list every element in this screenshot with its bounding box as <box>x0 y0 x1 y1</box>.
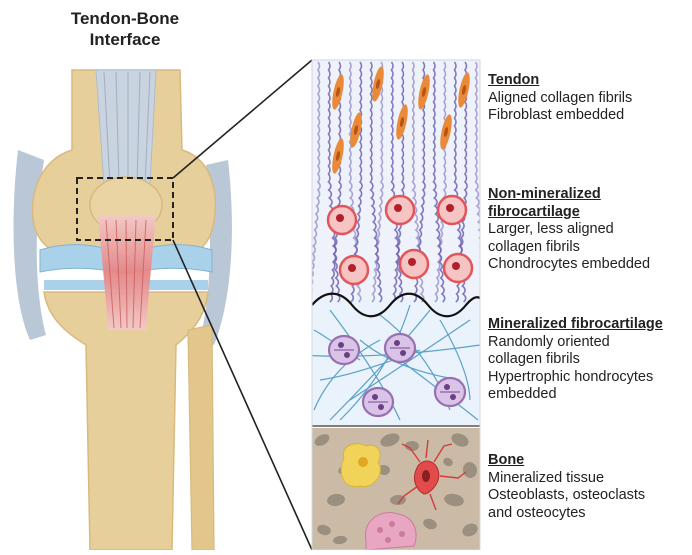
label-line: Hypertrophic hondrocytes <box>488 369 663 387</box>
chondrocyte-nucleus <box>348 264 356 272</box>
zoom-panel <box>300 60 487 550</box>
label-line: Aligned collagen fibrils <box>488 90 632 108</box>
label-heading: Bone <box>488 452 645 470</box>
label-line: Randomly oriented <box>488 334 663 352</box>
label-line: Mineralized tissue <box>488 470 645 488</box>
chondrocyte-nucleus <box>452 262 460 270</box>
label-line: Osteoblasts, osteoclasts <box>488 487 645 505</box>
tibia <box>44 292 208 550</box>
osteoclast-cell <box>365 512 416 550</box>
cell-nucleus <box>444 384 450 390</box>
cell-nucleus <box>378 404 384 410</box>
title-line-2: Interface <box>40 29 210 50</box>
label-heading: Non-mineralized <box>488 186 650 204</box>
cell-nucleus <box>450 394 456 400</box>
label-bone: Bone Mineralized tissue Osteoblasts, ost… <box>488 452 645 522</box>
cell-nucleus <box>394 340 400 346</box>
label-mineralized: Mineralized fibrocartilage Randomly orie… <box>488 316 663 404</box>
label-heading: fibrocartilage <box>488 204 650 222</box>
chondrocyte-nucleus <box>336 214 344 222</box>
label-line: Larger, less aligned <box>488 221 650 239</box>
cell-nucleus <box>400 350 406 356</box>
label-heading: Tendon <box>488 72 632 90</box>
title-line-1: Tendon-Bone <box>40 8 210 29</box>
label-heading: Mineralized fibrocartilage <box>488 316 663 334</box>
cell-nucleus <box>338 342 344 348</box>
label-line: Chondrocytes embedded <box>488 256 650 274</box>
label-line: and osteocytes <box>488 505 645 523</box>
label-non-mineralized: Non-mineralized fibrocartilage Larger, l… <box>488 186 650 274</box>
label-line: collagen fibrils <box>488 239 650 257</box>
figure-title: Tendon-Bone Interface <box>40 8 210 50</box>
knee-joint <box>14 70 232 550</box>
chondrocyte-nucleus <box>394 204 402 212</box>
label-line: embedded <box>488 386 663 404</box>
cell-nucleus <box>372 394 378 400</box>
label-line: Fibroblast embedded <box>488 107 632 125</box>
fibula <box>188 325 214 550</box>
chondrocyte-nucleus <box>446 204 454 212</box>
zoom-line-top <box>173 60 312 178</box>
chondrocyte-nucleus <box>408 258 416 266</box>
label-line: collagen fibrils <box>488 351 663 369</box>
cell-nucleus <box>344 352 350 358</box>
label-tendon: Tendon Aligned collagen fibrils Fibrobla… <box>488 72 632 125</box>
